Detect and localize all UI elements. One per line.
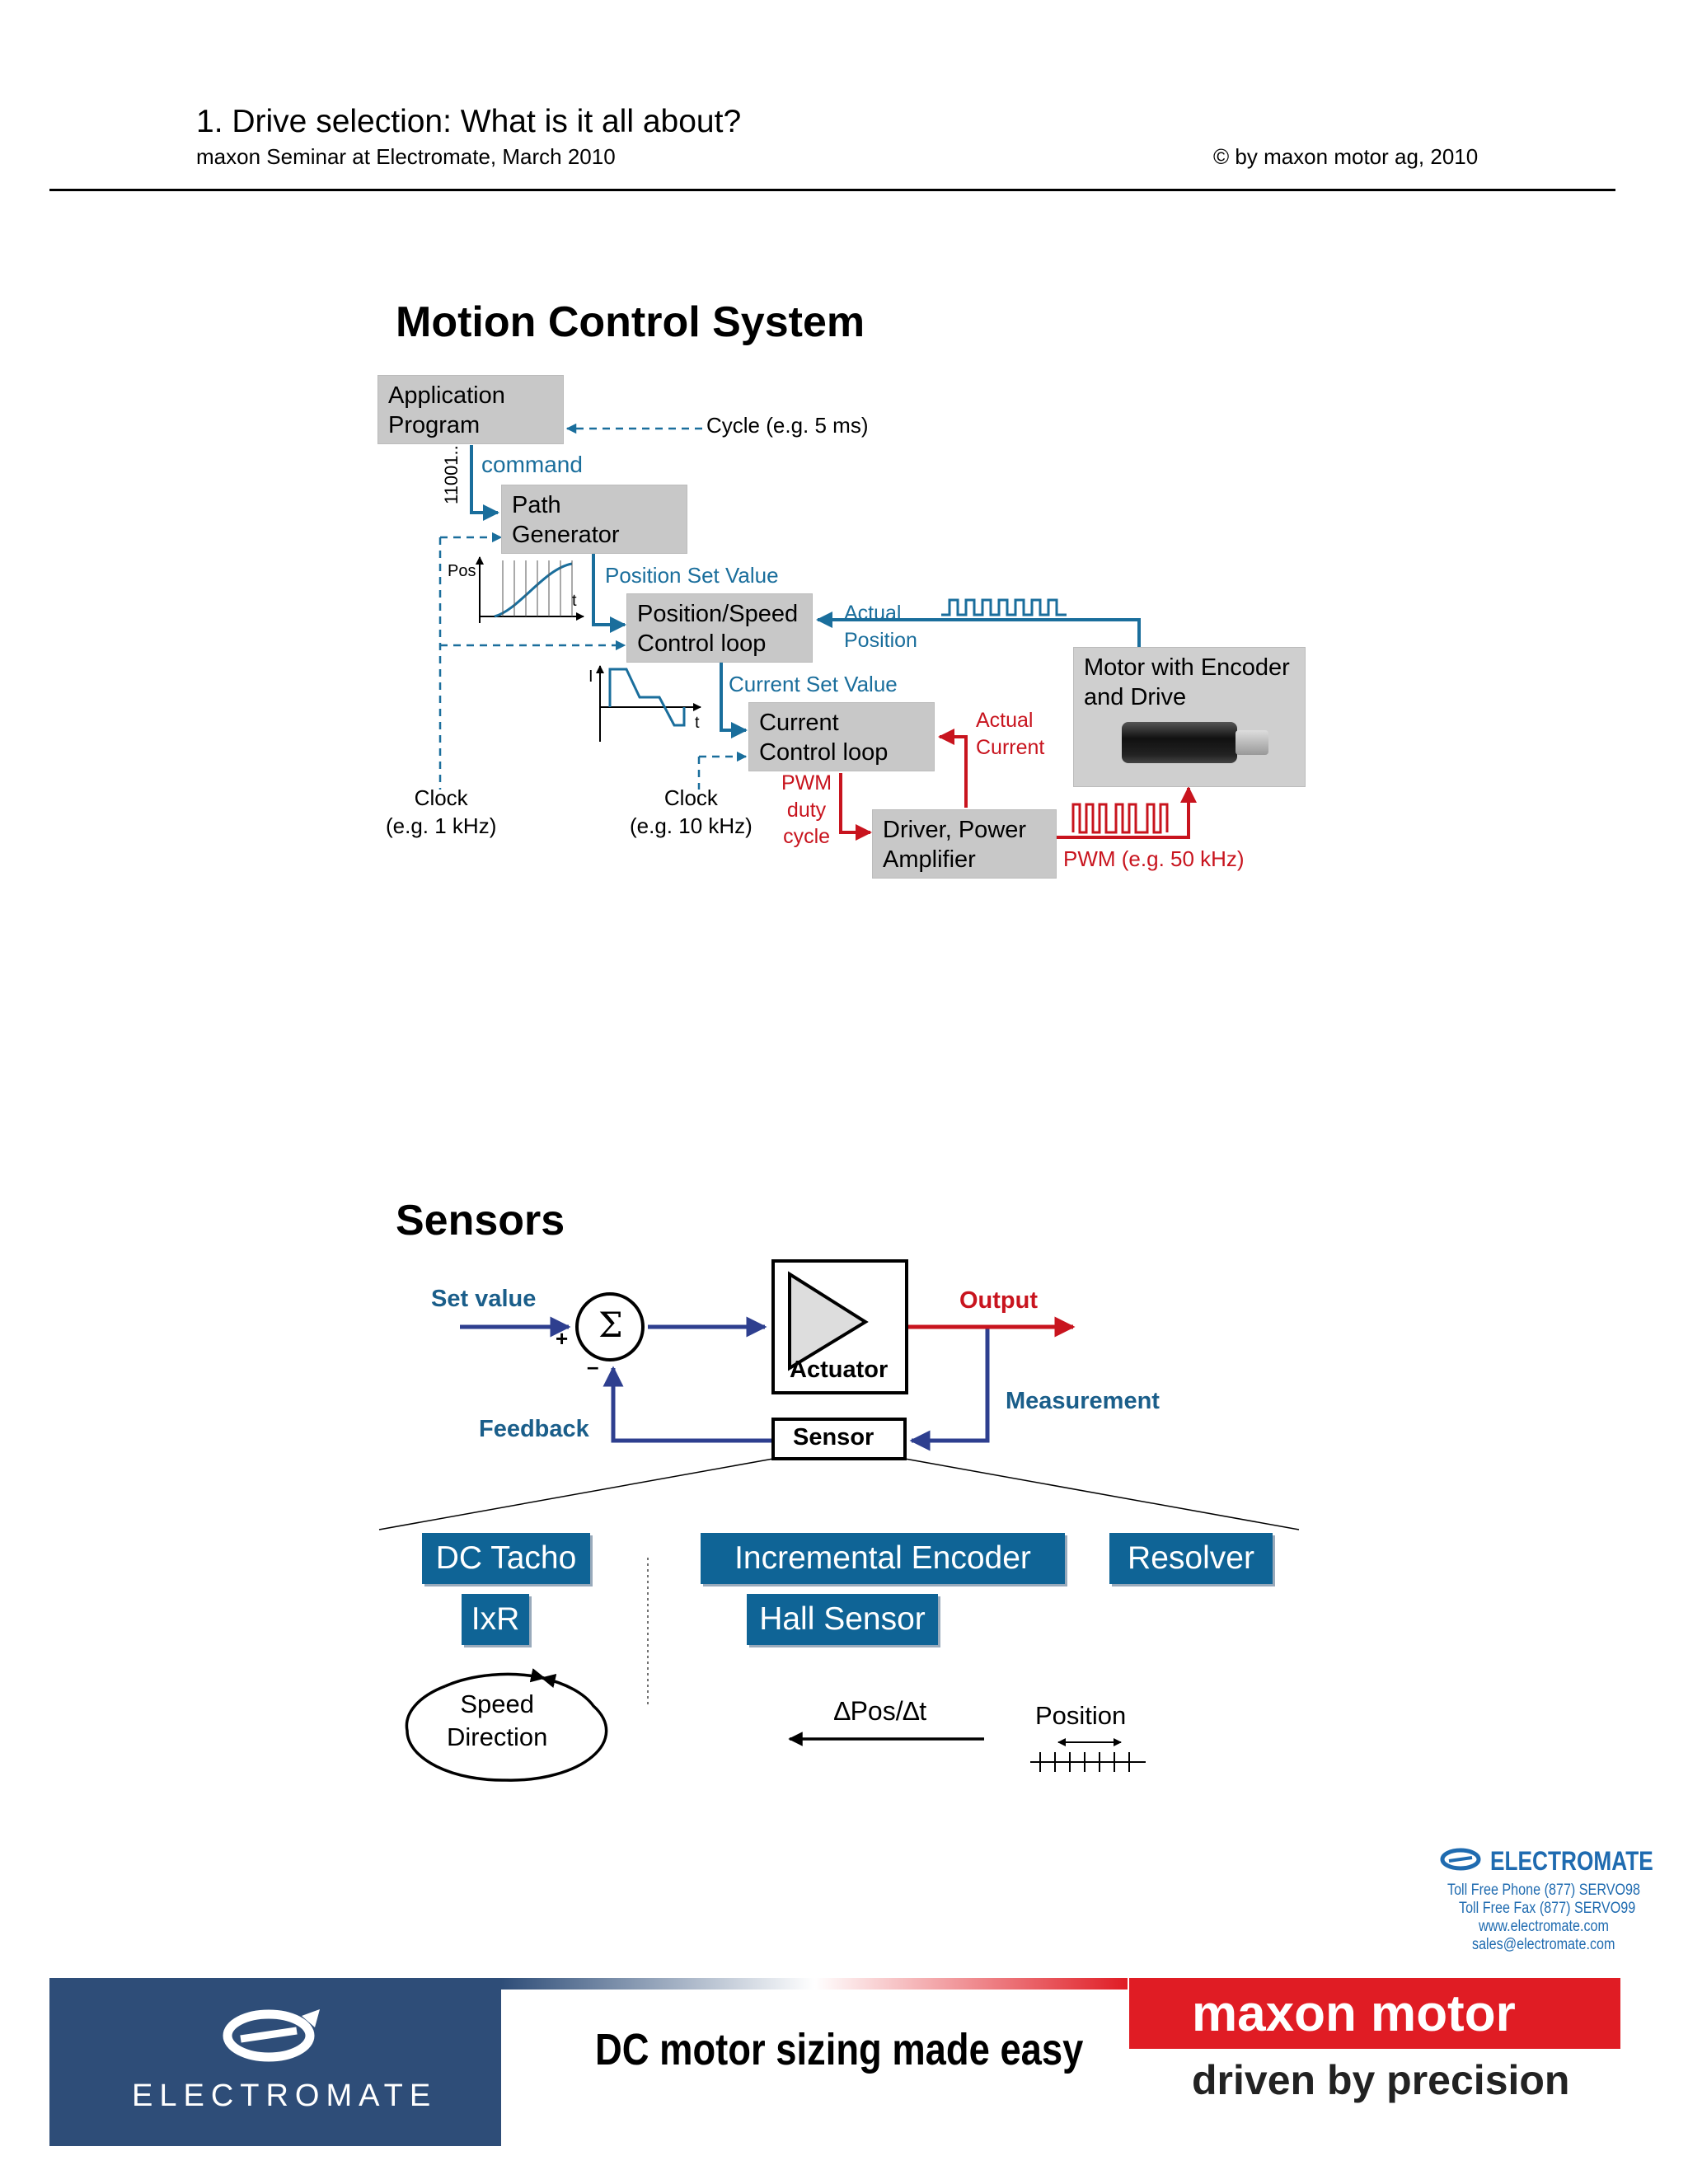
t-axis-label: t xyxy=(572,592,577,610)
sensor-label: Sensor xyxy=(793,1424,874,1451)
driver-label: Driver, Power Amplifier xyxy=(883,817,1027,874)
contact-web[interactable]: www.electromate.com xyxy=(1479,1918,1609,1935)
sigma-symbol: Σ xyxy=(598,1305,623,1345)
feedback-label: Feedback xyxy=(479,1416,589,1442)
speed-direction-label: Speed Direction xyxy=(447,1690,548,1752)
position-speed-loop-label: Position/Speed Control loop xyxy=(637,601,799,658)
actual-current-label: Actual Current xyxy=(976,709,1045,759)
motor-shaft-icon xyxy=(1236,730,1268,755)
path-generator-label: Path Generator xyxy=(512,492,620,549)
minus-sign: – xyxy=(587,1354,599,1379)
output-label: Output xyxy=(959,1287,1039,1314)
footer-gradient-bar xyxy=(501,1978,1128,1990)
t-axis2-label: t xyxy=(695,714,700,732)
current-set-value-label: Current Set Value xyxy=(729,672,898,696)
pwm-frequency-label: PWM (e.g. 50 kHz) xyxy=(1063,846,1245,871)
sensors-heading: Sensors xyxy=(396,1197,565,1244)
contact-fax[interactable]: Toll Free Fax (877) SERVO99 xyxy=(1459,1900,1636,1917)
path-generator-box: Path Generator xyxy=(501,485,687,554)
command-label: command xyxy=(481,452,583,477)
motor-box: Motor with Encoder and Drive xyxy=(1073,647,1306,787)
motor-icon xyxy=(1122,722,1237,763)
pwm-duty-label: PWM duty cycle xyxy=(781,771,832,848)
electromate-contact-logo xyxy=(1439,1846,1485,1872)
position-label: Position xyxy=(1035,1701,1127,1730)
copyright: © by maxon motor ag, 2010 xyxy=(1213,144,1479,169)
header-divider xyxy=(49,189,1615,191)
set-value-label: Set value xyxy=(431,1286,537,1312)
ixr-button[interactable]: IxR xyxy=(462,1594,529,1645)
footer-right-brand: maxon motor xyxy=(1192,1985,1516,2042)
dc-tacho-button[interactable]: DC Tacho xyxy=(422,1533,590,1584)
page-title: 1. Drive selection: What is it all about… xyxy=(196,104,742,139)
i-axis-label: I xyxy=(588,668,593,686)
dpos-dt-label: ∆Pos/∆t xyxy=(834,1696,927,1726)
incremental-encoder-button[interactable]: Incremental Encoder xyxy=(701,1533,1065,1584)
sum-junction xyxy=(575,1292,645,1361)
position-speed-loop-box: Position/Speed Control loop xyxy=(626,593,813,663)
cycle-label: Cycle (e.g. 5 ms) xyxy=(706,413,869,438)
resolver-button[interactable]: Resolver xyxy=(1109,1533,1273,1584)
current-loop-label: Current Control loop xyxy=(759,710,889,766)
clock1-label: Clock (e.g. 1 kHz) xyxy=(386,785,497,838)
motor-label: Motor with Encoder and Drive xyxy=(1084,654,1290,711)
measurement-label: Measurement xyxy=(1006,1388,1160,1414)
application-program-label: Application Program xyxy=(388,382,505,439)
footer-center-title: DC motor sizing made easy xyxy=(595,2025,1084,2074)
application-program-box: Application Program xyxy=(377,375,564,444)
motion-heading: Motion Control System xyxy=(396,298,865,346)
electromate-logo-icon xyxy=(223,2009,320,2062)
electromate-footer-panel: ELECTROMATE xyxy=(49,1978,501,2146)
hall-sensor-button[interactable]: Hall Sensor xyxy=(747,1594,938,1645)
pos-axis-label: Pos xyxy=(448,562,476,580)
driver-box: Driver, Power Amplifier xyxy=(872,809,1057,879)
electromate-swoosh-icon xyxy=(1440,1848,1481,1871)
actuator-label: Actuator xyxy=(790,1357,889,1383)
clock2-label: Clock (e.g. 10 kHz) xyxy=(630,785,753,838)
amplifier-icon xyxy=(788,1271,869,1371)
plus-sign: + xyxy=(556,1326,569,1351)
contact-phone[interactable]: Toll Free Phone (877) SERVO98 xyxy=(1447,1882,1641,1899)
actual-position-label: Actual Position xyxy=(844,602,917,652)
contact-brand: ELECTROMATE xyxy=(1490,1846,1653,1876)
maxon-red-panel: maxon motor xyxy=(1129,1978,1620,2049)
current-loop-box: Current Control loop xyxy=(748,702,935,771)
position-set-value-label: Position Set Value xyxy=(605,563,779,588)
page-subtitle: maxon Seminar at Electromate, March 2010 xyxy=(196,144,616,169)
contact-email[interactable]: sales@electromate.com xyxy=(1472,1936,1615,1953)
footer-left-brand: ELECTROMATE xyxy=(132,2079,438,2113)
footer-right-tagline: driven by precision xyxy=(1192,2057,1570,2103)
sensor-box xyxy=(771,1418,907,1460)
